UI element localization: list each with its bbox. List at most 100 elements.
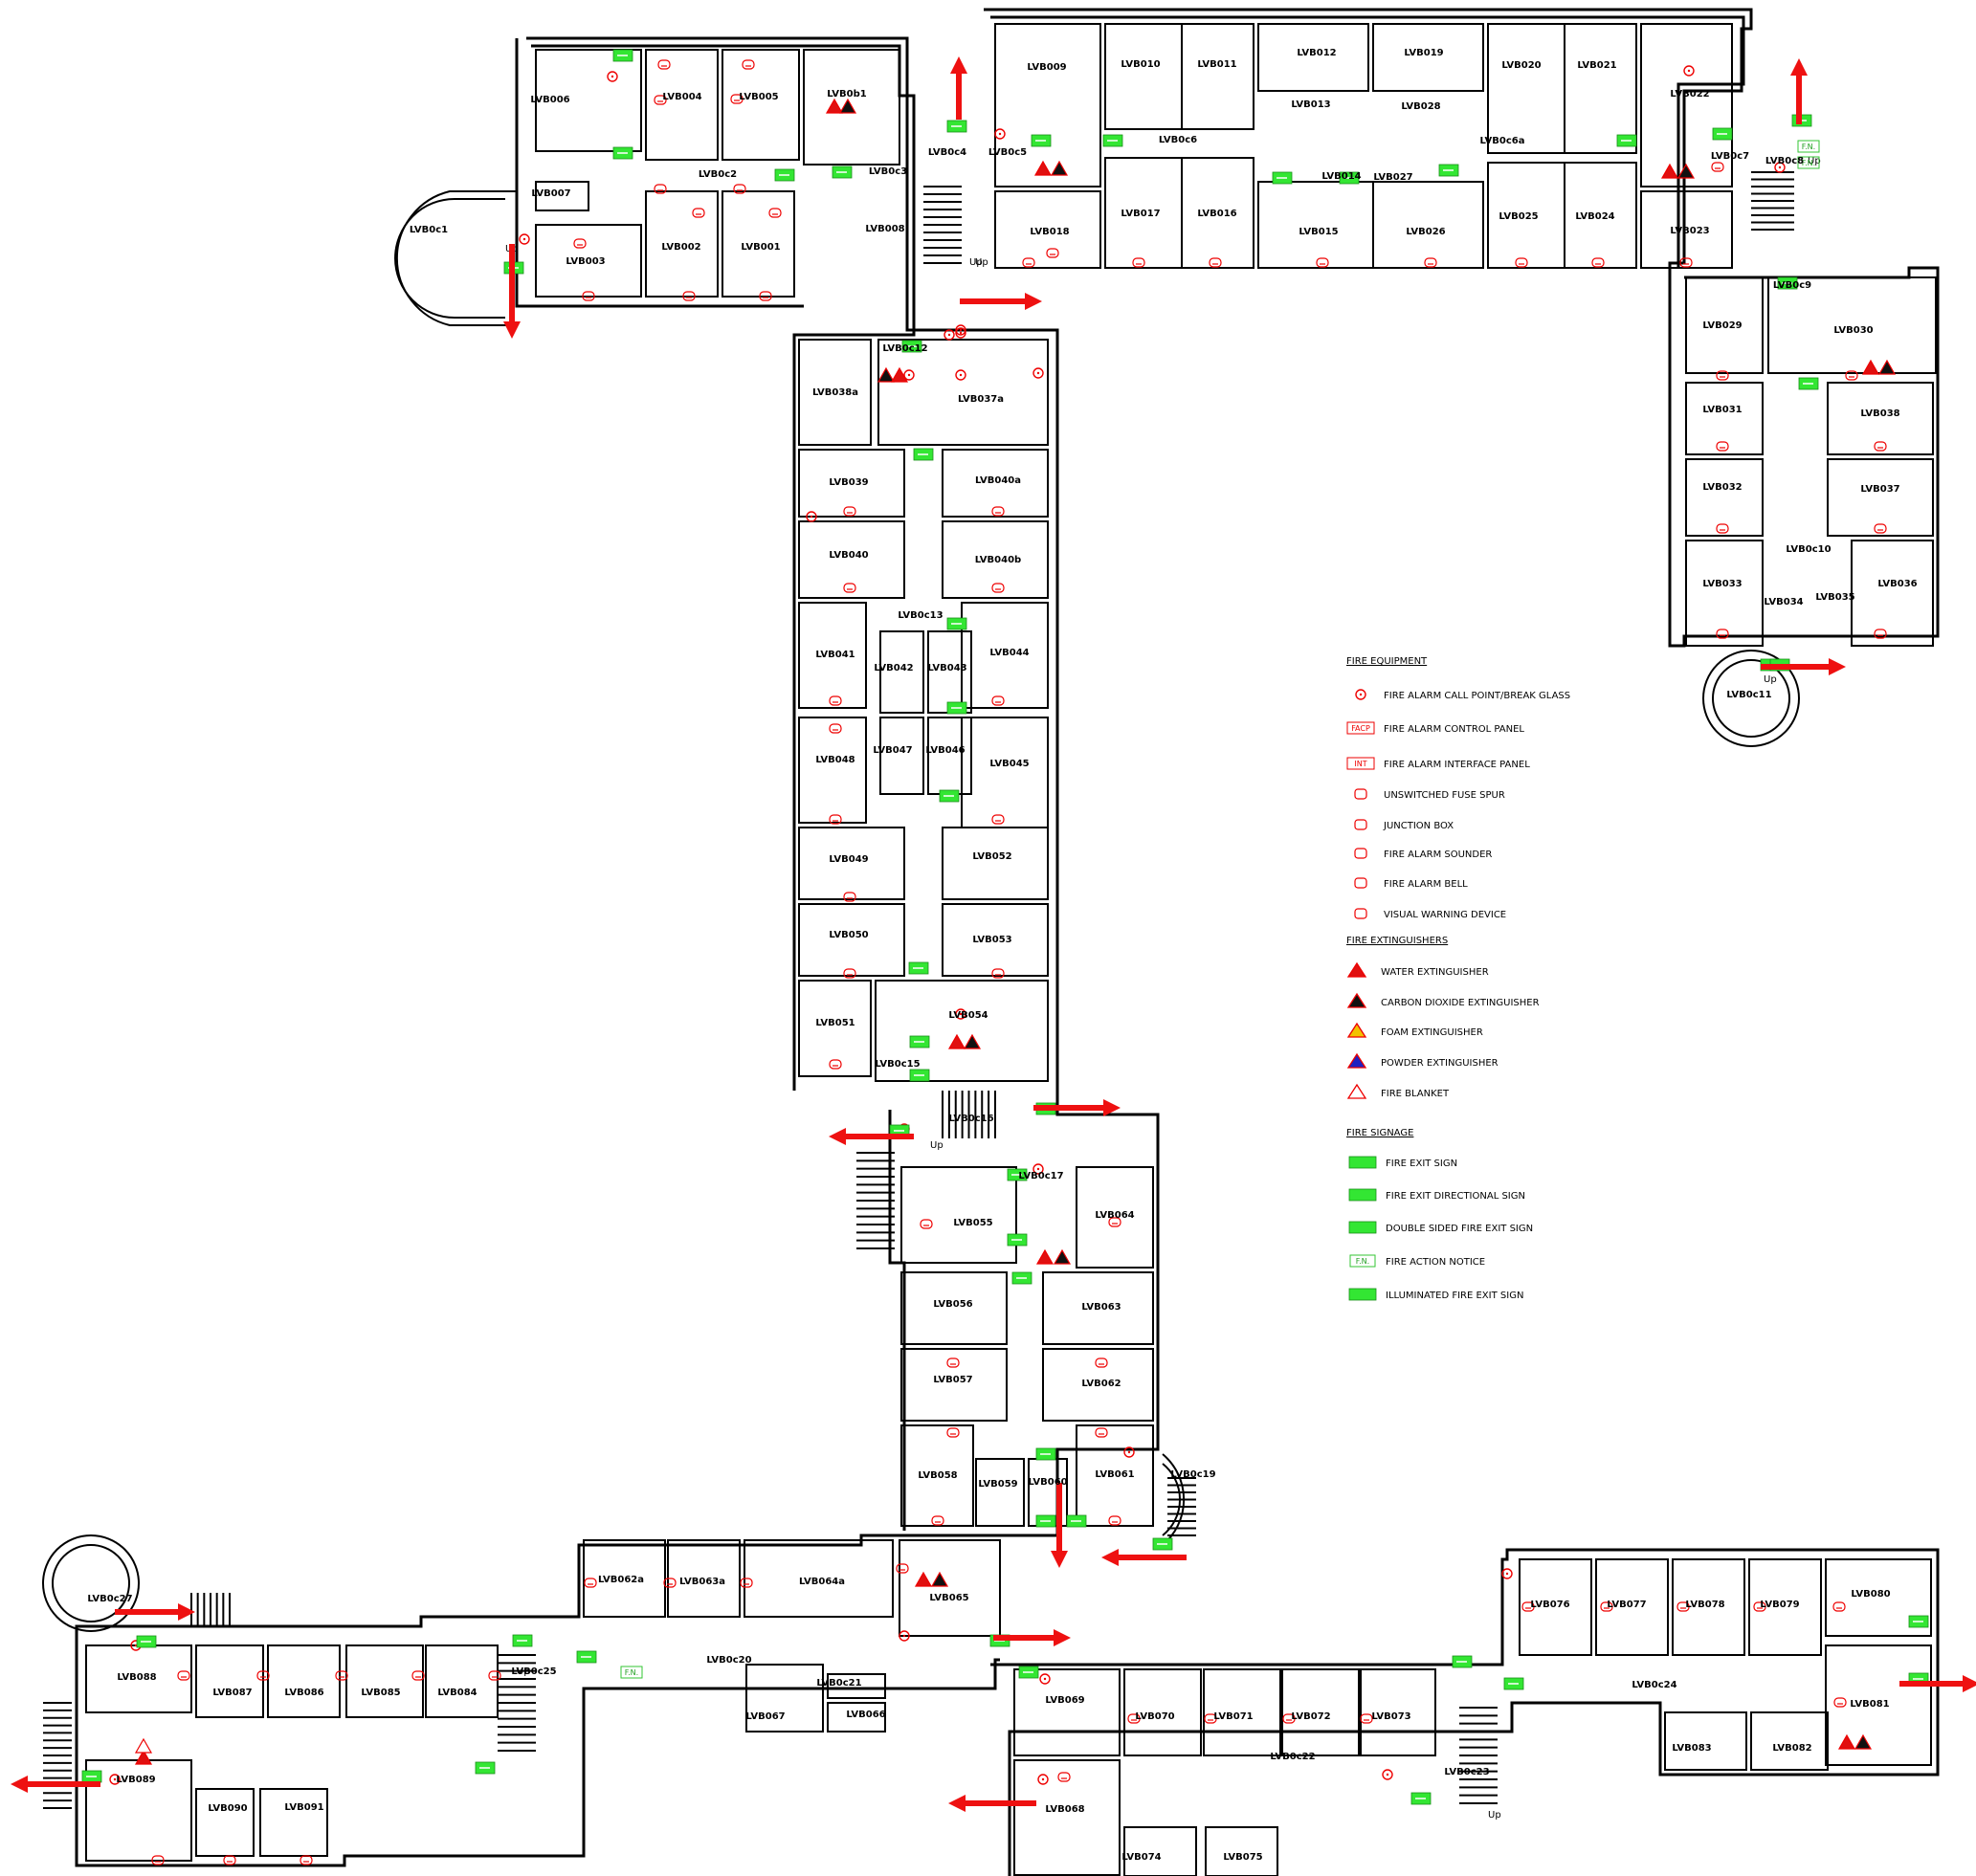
room-label: LVB043 [927, 663, 966, 673]
room-outline [798, 602, 867, 709]
bell-icon [1209, 257, 1222, 268]
room-outline [827, 1673, 886, 1699]
room-outline [745, 1664, 824, 1733]
exit-sign-icon [1031, 134, 1052, 147]
room-label: LVB004 [662, 92, 701, 102]
room-label: LVB014 [1321, 171, 1361, 182]
room-outline [1564, 162, 1637, 269]
exit-sign-icon [1007, 1168, 1028, 1181]
room-outline [879, 630, 924, 714]
call-point-icon [955, 327, 966, 339]
room-label: LVB080 [1851, 1589, 1890, 1600]
room-label: LVB032 [1702, 482, 1742, 493]
legend: FIRE EQUIPMENT FIRE EXTINGUISHERS FIRE S… [1346, 656, 1570, 1301]
bell-icon [946, 1357, 960, 1368]
room-outline [1595, 1558, 1669, 1656]
call-point-icon [944, 329, 955, 341]
room-label: LVB0c10 [1786, 544, 1831, 555]
legend-item-bell: FIRE ALARM BELL [1354, 877, 1468, 890]
room-label: LVB058 [918, 1470, 957, 1481]
room-label: LVB0c24 [1632, 1680, 1676, 1690]
exit-sign-icon [1348, 1156, 1377, 1169]
room-outline [1640, 23, 1733, 188]
room-label: LVB009 [1027, 62, 1066, 73]
bell-icon [931, 1515, 944, 1526]
room-label: LVB056 [933, 1299, 972, 1310]
bell-icon [663, 1578, 677, 1588]
legend-item-water-extinguisher: WATER EXTINGUISHER [1346, 961, 1489, 978]
room-label: LVB0c11 [1726, 690, 1771, 700]
room-outline [1825, 1558, 1932, 1637]
legend-label: FIRE EXIT DIRECTIONAL SIGN [1386, 1191, 1525, 1202]
room-label: LVB089 [116, 1775, 155, 1785]
bell-icon [1424, 257, 1437, 268]
room-label: LVB0c4 [928, 147, 966, 158]
bell-icon [1204, 1713, 1217, 1724]
co2-extinguisher-icon [1346, 992, 1367, 1008]
room-label: LVB0c20 [706, 1655, 751, 1666]
extinguisher-icon [1050, 160, 1069, 176]
call-point-icon [109, 1774, 121, 1785]
bell-icon [1282, 1713, 1296, 1724]
fire-action-notice-icon: F.N. [1797, 156, 1820, 169]
bell-icon [1316, 257, 1329, 268]
room-label: LVB071 [1213, 1711, 1253, 1722]
exit-sign-icon [774, 168, 795, 182]
room-outline [267, 1644, 341, 1718]
room-label: LVB016 [1197, 209, 1236, 219]
legend-label: VISUAL WARNING DEVICE [1384, 910, 1506, 920]
room-label: LVB087 [212, 1688, 252, 1698]
bell-icon [730, 94, 744, 104]
bell-icon [740, 1578, 753, 1588]
room-label: LVB022 [1670, 89, 1709, 99]
fire-action-notice-tag: F.N. [625, 1668, 638, 1677]
bell-icon [335, 1670, 348, 1681]
bell-icon [1057, 1772, 1071, 1782]
room-label: LVB011 [1197, 59, 1236, 70]
room-outline [900, 1348, 1008, 1422]
room-label: LVB063a [679, 1577, 725, 1587]
room-outline [1767, 276, 1937, 374]
room-outline [1664, 1711, 1747, 1771]
bell-icon [1022, 257, 1035, 268]
bell-icon [573, 238, 587, 249]
room-outline [961, 602, 1049, 709]
room-label: LVB025 [1499, 211, 1538, 222]
room-label: LVB029 [1702, 320, 1742, 331]
junction-box-icon [1354, 819, 1367, 830]
bell-icon [1676, 1601, 1690, 1612]
room-outline [1181, 157, 1254, 269]
room-outline [942, 520, 1049, 599]
sounder-icon [1354, 848, 1367, 859]
extinguisher-icon [947, 1033, 966, 1049]
call-point-icon [607, 71, 618, 82]
room-label: LVB0c15 [875, 1059, 920, 1070]
room-outline [583, 1539, 666, 1618]
room-outline [803, 49, 900, 166]
room-label: LVB072 [1291, 1711, 1330, 1722]
room-label: LVB050 [829, 930, 868, 940]
room-label: LVB039 [829, 477, 868, 488]
room-label: LVB068 [1045, 1804, 1084, 1815]
legend-item-junction-box: JUNCTION BOX [1354, 819, 1454, 831]
call-point-icon [899, 1630, 910, 1642]
legend-label: JUNCTION BOX [1383, 821, 1454, 831]
room-label: LVB082 [1772, 1743, 1811, 1754]
room-outline [1672, 1558, 1745, 1656]
room-outline [1203, 1668, 1281, 1756]
exit-sign-icon [1339, 171, 1360, 185]
fuse-spur-icon [1354, 788, 1367, 800]
bell-icon [657, 59, 671, 70]
exit-sign-icon [1011, 1271, 1032, 1285]
room-label: LVB030 [1833, 325, 1873, 336]
room-outline [195, 1788, 255, 1857]
room-label: LVB007 [531, 188, 570, 199]
exit-sign-icon [1908, 1615, 1929, 1628]
bell-icon [829, 723, 842, 734]
room-label: LVB023 [1670, 226, 1709, 236]
room-outline [1360, 1668, 1436, 1756]
bell-icon [1521, 1601, 1535, 1612]
exit-sign-icon [1777, 276, 1798, 290]
bell-icon [177, 1670, 190, 1681]
